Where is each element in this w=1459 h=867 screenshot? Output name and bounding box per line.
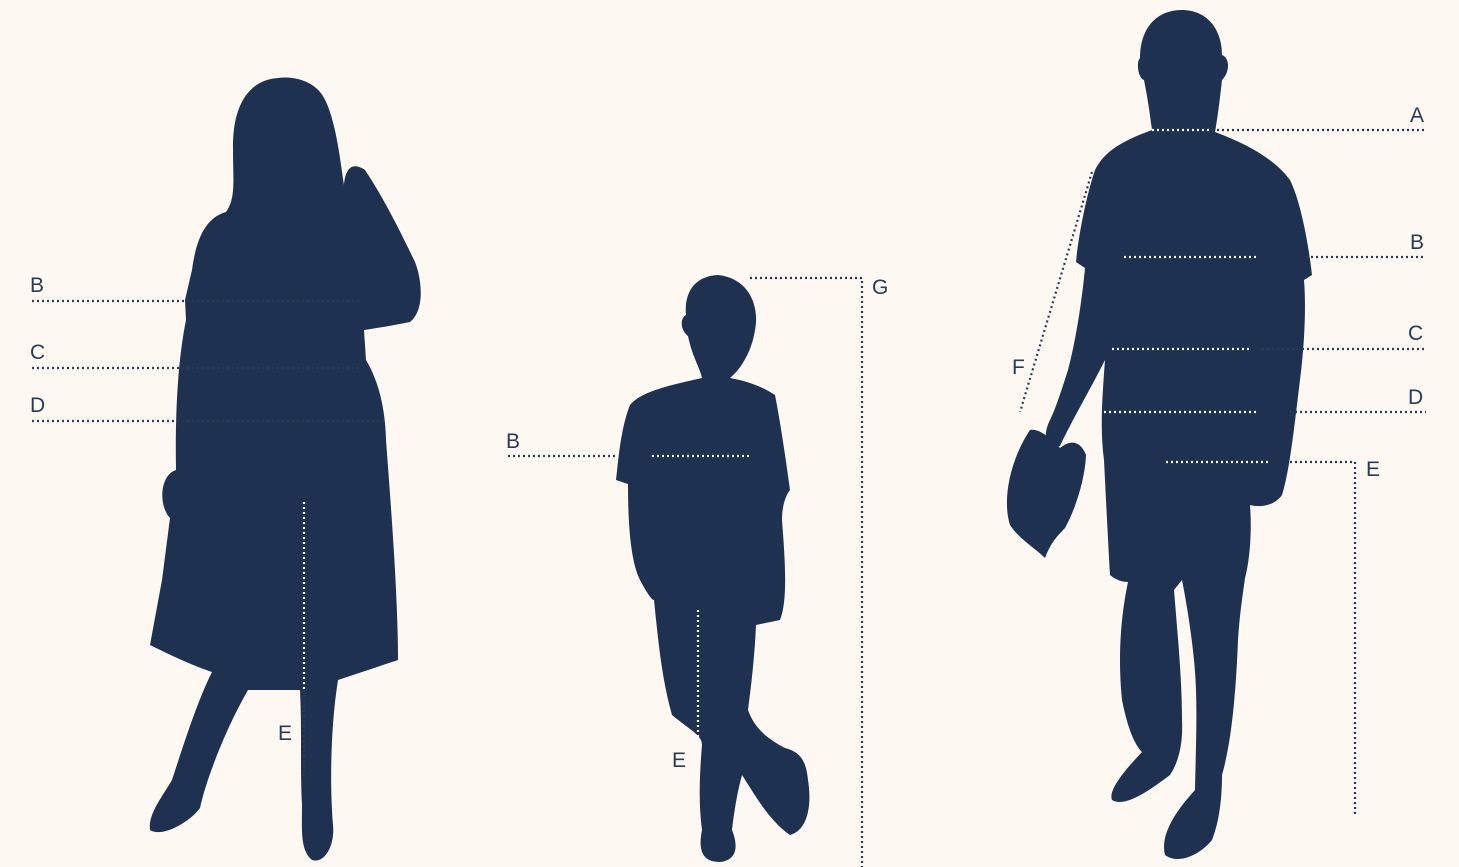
- man-label-d: D: [1408, 386, 1423, 409]
- man-label-f: F: [1012, 356, 1025, 379]
- child-label-b: B: [506, 430, 520, 453]
- woman-label-d: D: [30, 394, 45, 417]
- hat-silhouette: [1007, 430, 1086, 558]
- man-silhouette: [1046, 10, 1312, 859]
- woman-label-e: E: [278, 722, 292, 745]
- man-line-e: [1290, 462, 1355, 815]
- man-figure: A B C D E F: [1007, 10, 1426, 859]
- man-label-a: A: [1410, 104, 1424, 127]
- woman-label-c: C: [30, 341, 45, 364]
- child-figure: B E G: [506, 275, 888, 867]
- woman-figure: B C D E: [30, 78, 421, 861]
- woman-label-b: B: [30, 274, 44, 297]
- man-label-b: B: [1410, 231, 1424, 254]
- man-label-e: E: [1366, 458, 1380, 481]
- child-label-e: E: [672, 749, 686, 772]
- child-silhouette: [616, 275, 809, 862]
- man-label-c: C: [1408, 322, 1423, 345]
- child-label-g: G: [872, 276, 888, 299]
